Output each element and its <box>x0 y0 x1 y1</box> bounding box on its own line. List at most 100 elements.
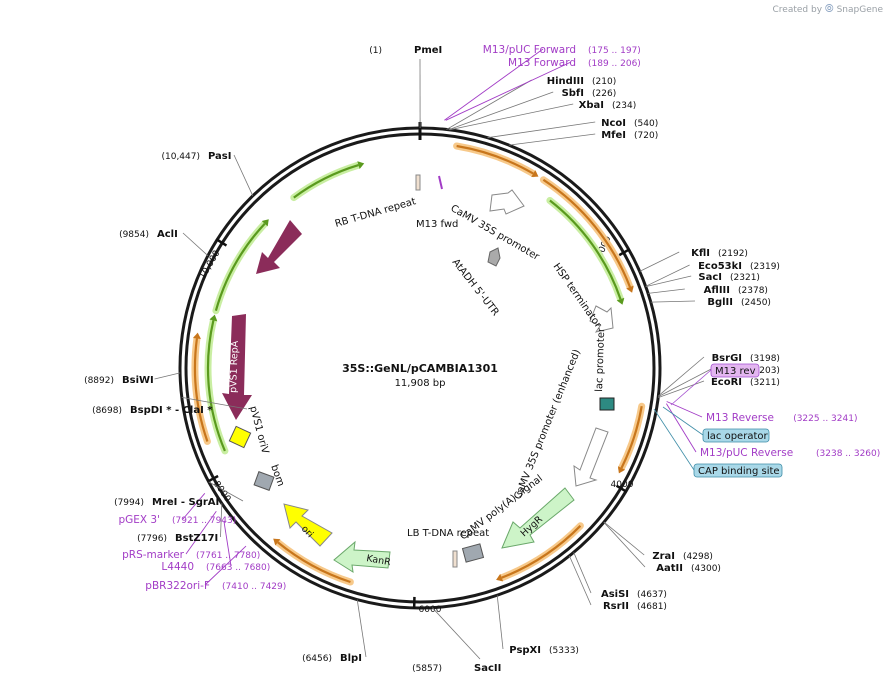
primer-range: (3238 .. 3260) <box>816 449 880 459</box>
site-name: BsiWI <box>122 375 154 386</box>
site-position: (4298) <box>683 552 713 562</box>
primer-name: M13 Reverse <box>706 412 774 424</box>
site-position: (7796) <box>137 534 167 544</box>
site-name: Eco53kI <box>698 261 742 272</box>
feature-repa-arrow <box>222 314 252 420</box>
brand-watermark: Created by ⦾ SnapGene <box>773 2 884 16</box>
feature-hsp-terminator-arrow <box>589 305 614 333</box>
site-bstz17i: BstZ17I(7796) <box>137 533 218 544</box>
site-pspxi: PspXI(5333) <box>509 645 579 656</box>
feature-label-rb-t-dna-repeat: RB T-DNA repeat <box>334 196 417 230</box>
feature-m13fwd-mark <box>438 175 443 190</box>
site-leader <box>648 288 685 294</box>
brand-name: SnapGene <box>836 5 883 15</box>
site-zrai: ZraI (4298) <box>652 551 713 562</box>
site-saci: SacI(2321) <box>698 272 760 283</box>
site-xbai: XbaI (234) <box>579 100 637 111</box>
tick-10000 <box>215 238 228 247</box>
site-sbfi: SbfI(226) <box>562 88 617 99</box>
primer-pbr322ori-f: pBR322ori-F(7410 .. 7429) <box>145 580 286 592</box>
boxed-feature-label: CAP binding site <box>698 466 780 477</box>
site-name: RsrII <box>603 601 629 612</box>
snapgene-logo-icon: ⦾ <box>824 2 834 15</box>
primer-range: (7410 .. 7429) <box>222 582 286 592</box>
feature-label-pvs1-oriv: pVS1 oriV <box>247 405 270 455</box>
site-name: XbaI <box>579 100 604 111</box>
site-position: (4681) <box>637 602 667 612</box>
site-leader <box>449 103 574 131</box>
feature-kanr-arrow <box>333 540 391 574</box>
primer-leader <box>223 521 232 567</box>
site-leader <box>603 522 646 568</box>
site-name: MreI - SgrAI <box>152 497 219 508</box>
site-position: (234) <box>612 101 636 111</box>
site-acli: AclI(9854) <box>119 229 178 240</box>
orf-arc-outer-5 <box>273 538 354 586</box>
tick-2000 <box>618 248 631 257</box>
site-leader <box>487 121 596 139</box>
primer-name: L4440 <box>161 561 194 573</box>
primer-range: (3225 .. 3241) <box>793 414 857 424</box>
site-pasi: PasI(10,447) <box>161 151 231 162</box>
site-bspdi: BspDI * - ClaI *(8698) <box>92 405 213 416</box>
site-leader <box>356 599 367 658</box>
site-position: (3211) <box>750 378 780 388</box>
site-name: ZraI <box>652 551 675 562</box>
feature-label-atadh-5-utr: AtADH 5'-UTR <box>450 257 501 318</box>
feature-oriv-box <box>228 425 252 449</box>
boxed-feature-label: lac operator <box>707 431 768 442</box>
site-position: (2319) <box>750 262 780 272</box>
tick-label-4000: 4000 <box>611 480 634 490</box>
site-position: (10,447) <box>161 152 200 162</box>
feature-label-hsp-terminator: HSP terminator <box>551 261 604 330</box>
primer-name: pGEX 3' <box>118 514 160 526</box>
site-pmei: PmeI(1) <box>369 45 442 56</box>
site-position: (6456) <box>302 654 332 664</box>
site-rsrii: RsrII (4681) <box>603 601 667 612</box>
site-name: HindIII <box>547 76 584 87</box>
feature-label-m13-fwd: M13 fwd <box>416 219 458 230</box>
created-by-label: Created by <box>772 5 823 15</box>
site-name: EcoRI <box>711 377 742 388</box>
site-leader <box>432 607 481 660</box>
site-name: BlpI <box>340 653 362 664</box>
primer-range: (7921 .. 7943) <box>172 516 236 526</box>
site-name: SacII <box>474 663 501 674</box>
site-name: AatII <box>656 563 683 574</box>
primer-leader <box>185 510 217 555</box>
site-name: SacI <box>698 272 722 283</box>
primer-leader <box>182 493 206 520</box>
primer-l4440: L4440(7663 .. 7680) <box>161 561 270 573</box>
site-position: (2450) <box>741 298 771 308</box>
primer-leader <box>444 48 544 121</box>
site-blpi: BlpI (6456) <box>302 653 362 664</box>
site-aatii: AatII(4300) <box>656 563 721 574</box>
site-name: AflIII <box>704 285 730 296</box>
feature-hygr-arrow <box>501 487 575 549</box>
orf-arc-inner-3 <box>212 219 269 315</box>
site-mfei: MfeI(720) <box>601 130 658 141</box>
site-ecori: EcoRI (3211) <box>711 377 780 388</box>
site-leader <box>496 595 504 650</box>
site-name: AclI <box>157 229 178 240</box>
primer-name: pRS-marker <box>122 549 185 561</box>
site-leader <box>645 275 692 287</box>
site-bsrgi: BsrGI(3198) <box>712 353 780 364</box>
primer-range: (7761 .. 7780) <box>196 551 260 561</box>
site-leader <box>182 232 209 256</box>
orf-arc-outer-6 <box>191 332 211 445</box>
site-leader <box>446 79 532 130</box>
site-leader <box>208 481 244 502</box>
site-name: BspDI * - ClaI * <box>130 405 213 416</box>
primer-leader <box>204 545 247 586</box>
plasmid-name: 35S::GeNL/pCAMBIA1301 <box>342 362 498 375</box>
feature-utr-arrow <box>487 247 501 267</box>
site-name: AsiSI <box>601 589 629 600</box>
primer-m13-puc-forward: M13/pUC Forward(175 .. 197) <box>483 44 641 56</box>
site-leader <box>645 264 690 287</box>
primer-range: (189 .. 206) <box>588 59 641 69</box>
site-name: MfeI <box>601 130 626 141</box>
feature-ori-arrow <box>283 503 333 547</box>
feature-lacop-striped-box <box>599 397 615 411</box>
site-position: (7994) <box>114 498 144 508</box>
